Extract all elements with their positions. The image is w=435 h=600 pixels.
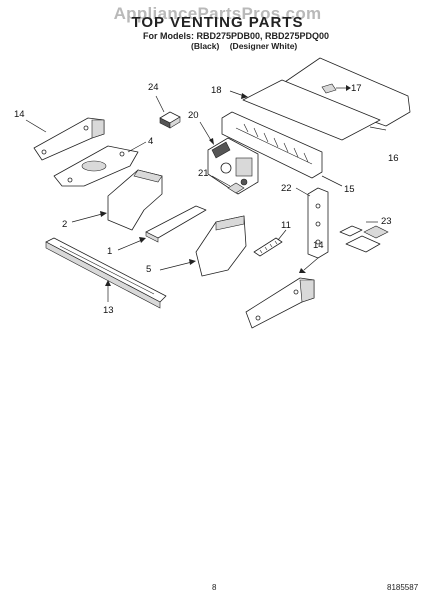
finish-labels: (Black) (Designer White) xyxy=(191,41,297,51)
watermark: AppliancePartsPros.com xyxy=(113,4,322,23)
model-numbers: For Models: RBD275PDB00, RBD275PDQ00 xyxy=(143,31,330,41)
part-13-long-rail xyxy=(45,237,167,309)
callout-14-right: 14 xyxy=(313,240,324,251)
part-17-clip xyxy=(321,83,351,94)
callout-13: 13 xyxy=(103,305,114,316)
part-5-duct-housing xyxy=(159,215,247,277)
part-24-terminal-block xyxy=(155,95,181,129)
part-22-upright-bracket xyxy=(295,187,329,259)
part-14-bracket-left xyxy=(25,117,105,161)
part-2-inlet-duct xyxy=(71,169,163,231)
callout-23: 23 xyxy=(381,216,392,227)
callout-20: 20 xyxy=(188,110,199,121)
callout-5: 5 xyxy=(146,264,151,275)
callout-21: 21 xyxy=(198,168,209,179)
part-4-mounting-plate xyxy=(53,141,147,187)
part-20-blower-motor xyxy=(199,121,259,195)
part-11-terminal-strip xyxy=(253,229,287,257)
part-23-small-brackets xyxy=(339,221,389,253)
callout-4: 4 xyxy=(148,136,153,147)
callout-1: 1 xyxy=(107,246,112,257)
part-14-bracket-right xyxy=(245,257,319,329)
finish-black: (Black) xyxy=(191,41,220,51)
part-1-rail xyxy=(117,205,207,251)
document-number: 8185587 xyxy=(387,583,419,592)
callout-2: 2 xyxy=(62,219,67,230)
callout-15: 15 xyxy=(344,184,355,195)
page-title: TOP VENTING PARTS xyxy=(131,14,304,31)
callout-17: 17 xyxy=(351,83,362,94)
page-number: 8 xyxy=(212,583,217,592)
callout-14-left: 14 xyxy=(14,109,25,120)
callout-24: 24 xyxy=(148,82,159,93)
callout-16: 16 xyxy=(388,153,399,164)
part-21-connector xyxy=(211,175,245,194)
callout-18: 18 xyxy=(211,85,222,96)
callout-22: 22 xyxy=(281,183,292,194)
finish-designer-white: (Designer White) xyxy=(229,41,298,51)
callout-11: 11 xyxy=(281,220,291,231)
part-15-vent-duct xyxy=(221,111,343,187)
part-18-vent-cover xyxy=(229,79,381,141)
